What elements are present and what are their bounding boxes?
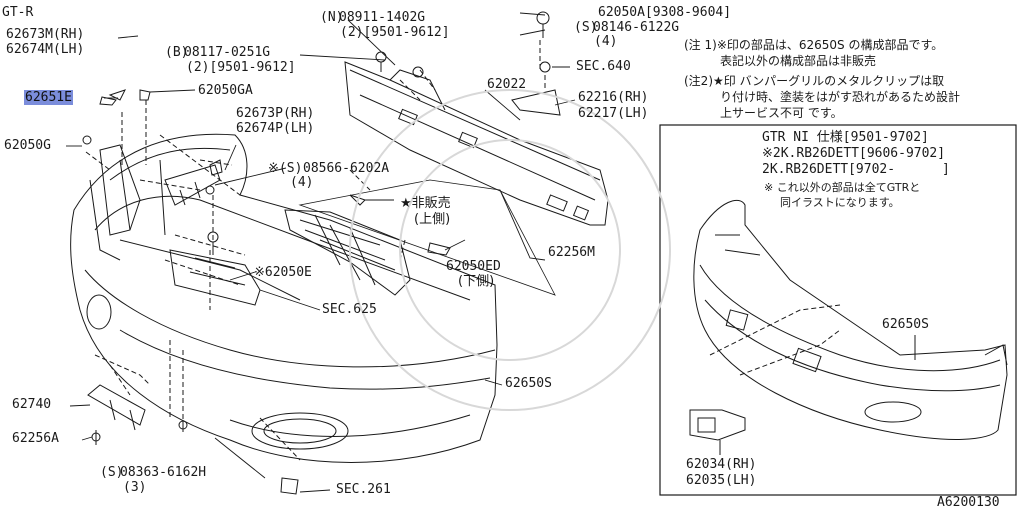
part-08146[interactable]: 08146-6122G: [593, 20, 680, 35]
section-261[interactable]: SEC.261: [336, 482, 391, 497]
part-62651e[interactable]: 62651E: [24, 90, 73, 105]
part-62022[interactable]: 62022: [487, 77, 527, 92]
bracket-62740-drawing: [87, 384, 146, 426]
part-62674m[interactable]: 62674M(LH): [6, 42, 85, 57]
part-62035[interactable]: 62035(LH): [686, 473, 757, 488]
part-08911-qty: (2)[9501-9612]: [340, 25, 450, 40]
part-08911[interactable]: 08911-1402G: [339, 10, 426, 25]
part-62673p[interactable]: 62673P(RH): [236, 106, 315, 121]
non-sale-upper: (上側): [414, 212, 451, 227]
note-1-line-1: (注 1)※印の部品は、62650S の構成部品です。: [684, 38, 944, 52]
part-62650s[interactable]: 62650S: [505, 376, 552, 391]
part-62740[interactable]: 62740: [12, 397, 52, 412]
part-08566[interactable]: 08566-6202A: [303, 161, 390, 176]
inset-spec-line-3: 2K.RB26DETT[9702- ]: [762, 162, 950, 177]
non-sale-label: ★非販売: [400, 196, 451, 211]
note-1-line-2: 表記以外の構成部品は非販売: [720, 54, 877, 68]
screw-symbol-s-3: (S): [100, 465, 124, 480]
screw-symbol-s-3-letter: S: [107, 465, 116, 480]
part-08146-qty: (4): [594, 34, 618, 49]
section-625[interactable]: SEC.625: [322, 302, 377, 317]
part-08363-qty: (3): [123, 480, 147, 495]
grille-mesh-drawing: [284, 209, 411, 296]
part-62256m[interactable]: 62256M: [548, 245, 595, 260]
bumper-fascia-drawing: [70, 133, 498, 463]
note-2-line-1: (注2)★印 バンパーグリルのメタルクリップは取: [684, 74, 945, 88]
inset-note-line-2: 同イラストになります。: [780, 196, 900, 209]
lower-side-label: (下側): [458, 274, 495, 289]
inset-frame: [659, 124, 1017, 496]
screw-symbol-s-2: ※(S): [268, 161, 303, 176]
inset-note-line-1: ※ これ以外の部品は全てGTRと: [764, 181, 921, 194]
diagram-id: A6200130: [937, 495, 1000, 510]
part-62674p[interactable]: 62674P(LH): [236, 121, 315, 136]
part-62050g[interactable]: 62050G: [4, 138, 51, 153]
part-62651e-highlight: 62651E: [24, 90, 73, 105]
part-62034[interactable]: 62034(RH): [686, 457, 757, 472]
part-62050e[interactable]: ※62050E: [254, 265, 312, 280]
nut-symbol-n: (N): [320, 10, 344, 25]
watermark-emblem: [349, 89, 671, 411]
inset-bumper-drawing: [693, 199, 1008, 440]
part-62217[interactable]: 62217(LH): [578, 106, 649, 121]
inset-spec-line-2: ※2K.RB26DETT[9606-9702]: [762, 146, 946, 161]
part-08117-qty: (2)[9501-9612]: [186, 60, 296, 75]
reinforcement-bar-drawing: [344, 61, 609, 226]
side-bracket-drawing: [99, 144, 141, 236]
model-label: GT-R: [2, 5, 34, 20]
section-640[interactable]: SEC.640: [576, 59, 631, 74]
inset-spec-line-1: GTR NI 仕様[9501-9702]: [762, 130, 929, 145]
part-62256a[interactable]: 62256A: [12, 431, 59, 446]
note-2-line-3: 上サービス不可 です。: [720, 106, 843, 120]
part-62216[interactable]: 62216(RH): [578, 90, 649, 105]
insert-62034-drawing: [689, 409, 746, 441]
part-08117[interactable]: 08117-0251G: [184, 45, 271, 60]
part-62050ga[interactable]: 62050GA: [198, 83, 253, 98]
nut-symbol-n-letter: N: [327, 10, 336, 25]
screw-symbol-s-1: (S): [574, 20, 598, 35]
bolt-symbol-b-letter: B: [172, 45, 181, 60]
inset-part-62650s[interactable]: 62650S: [882, 317, 929, 332]
part-62050ed[interactable]: 62050ED: [446, 259, 501, 274]
part-08566-qty: (4): [290, 175, 314, 190]
bracket-62216-drawing: [511, 89, 561, 116]
part-62050a[interactable]: 62050A[9308-9604]: [598, 5, 732, 20]
screw-symbol-s-2-letter: S: [286, 161, 295, 176]
part-08363[interactable]: 08363-6162H: [120, 465, 207, 480]
part-62673m[interactable]: 62673M(RH): [6, 27, 85, 42]
lower-plate-drawing: [169, 249, 261, 306]
bolt-symbol-b: (B): [165, 45, 189, 60]
screw-symbol-s-1-letter: S: [581, 20, 590, 35]
note-2-line-2: り付け時、塗装をはがす恐れがあるため設計: [720, 90, 961, 104]
